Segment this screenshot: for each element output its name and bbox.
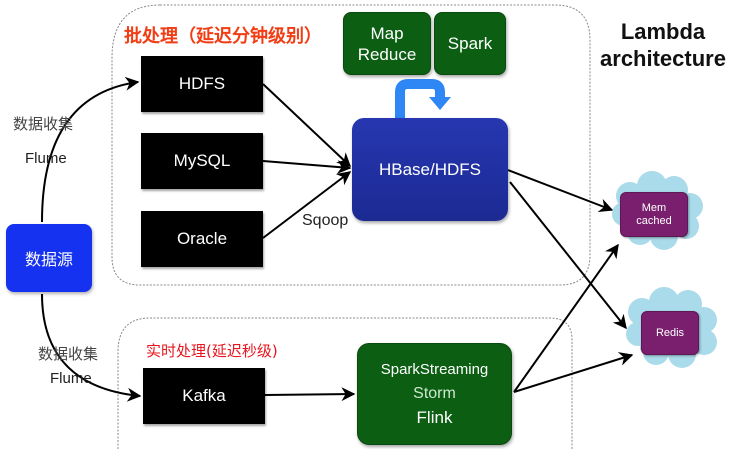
source-label-mysql: MySQL <box>173 151 231 170</box>
storage-label: HBase/HDFS <box>378 159 482 179</box>
loop-arrow-icon <box>395 79 445 118</box>
arrow-hdfs-to-hbase <box>262 83 352 167</box>
source-box-hdfs: HDFS <box>141 56 263 112</box>
memcached-line-1: Mem <box>641 201 667 214</box>
arrow-hbase-to-memcached <box>507 169 614 213</box>
mapreduce-line-1: Map <box>370 23 404 43</box>
stream-engine-box: SparkStreaming Storm Flink <box>357 343 512 445</box>
source-label-oracle: Oracle <box>176 229 228 248</box>
arrow-stream-to-memcached <box>513 243 619 393</box>
arrow-kafka-to-stream <box>264 387 356 402</box>
sqoop-label: Sqoop <box>302 212 349 229</box>
batch-layer-heading: 批处理（延迟分钟级别） <box>124 26 322 47</box>
title-line-2: architecture <box>600 46 726 71</box>
flume-arrow-to-hdfs <box>41 76 140 223</box>
source-box-mysql: MySQL <box>141 133 263 189</box>
serving-box-memcached: Mem cached <box>620 192 688 237</box>
storage-box-hbase-hdfs: HBase/HDFS <box>352 118 508 221</box>
memcached-line-2: cached <box>636 214 672 227</box>
ingest-top-tool: Flume <box>25 150 67 167</box>
title-line-1: Lambda <box>620 19 706 44</box>
source-label-hdfs: HDFS <box>178 74 226 93</box>
queue-box-kafka: Kafka <box>143 368 265 424</box>
speed-layer-container <box>117 317 573 449</box>
speed-layer-heading: 实时处理(延迟秒级) <box>146 342 278 360</box>
arrow-oracle-to-hbase <box>262 171 352 239</box>
arrow-stream-to-redis <box>513 352 634 393</box>
engine-storm: Storm <box>413 385 456 402</box>
kafka-label: Kafka <box>182 386 226 405</box>
arrow-mysql-to-hbase <box>262 160 352 174</box>
spark-label: Spark <box>447 34 493 53</box>
serving-box-redis: Redis <box>641 311 699 355</box>
compute-box-spark: Spark <box>434 12 506 75</box>
engine-sparkstreaming: SparkStreaming <box>380 361 489 378</box>
data-source-box: 数据源 <box>6 224 92 292</box>
ingest-bottom-label: 数据收集 <box>38 345 99 363</box>
ingest-bottom-tool: Flume <box>50 370 92 387</box>
redis-label: Redis <box>655 326 685 339</box>
batch-layer-container <box>111 4 591 286</box>
data-source-label: 数据源 <box>24 250 73 269</box>
engine-flink: Flink <box>416 408 453 427</box>
source-box-oracle: Oracle <box>141 211 263 267</box>
ingest-top-label: 数据收集 <box>13 115 74 133</box>
mapreduce-line-2: Reduce <box>357 44 417 64</box>
flume-arrow-to-kafka <box>41 293 142 402</box>
diagram-title: Lambda architecture <box>596 18 730 72</box>
arrow-hbase-to-redis <box>509 181 627 330</box>
compute-box-mapreduce: Map Reduce <box>343 12 431 75</box>
loop-arrowhead-icon <box>429 97 451 110</box>
